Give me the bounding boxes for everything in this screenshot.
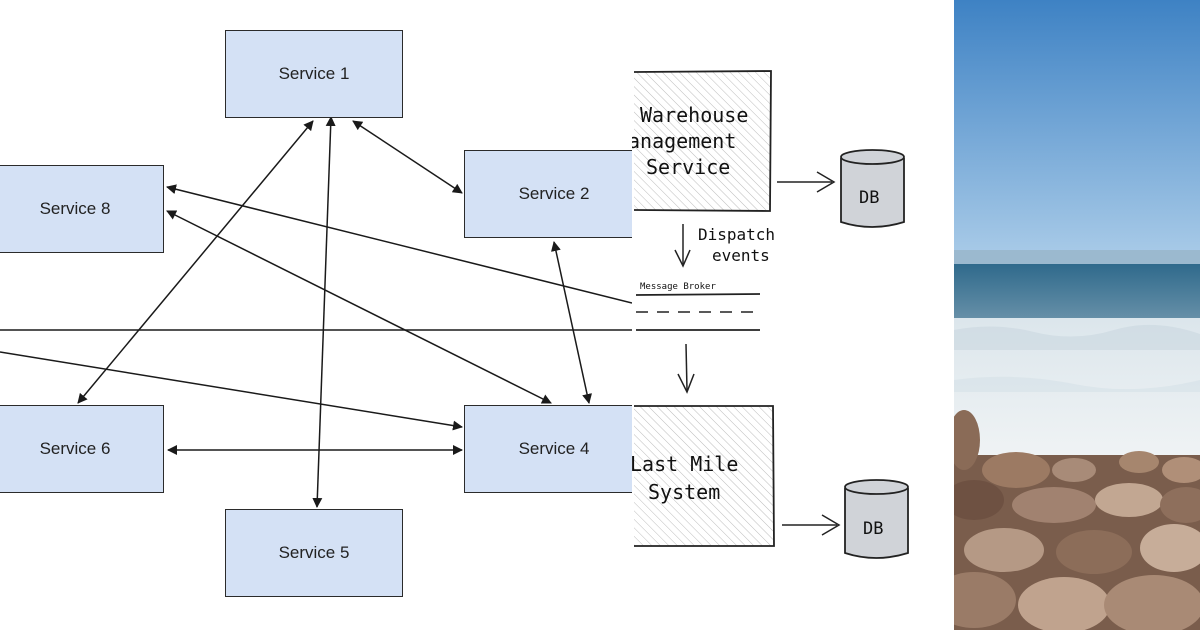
service-4-box: Service 4	[464, 405, 632, 493]
last-mile-label-line-1: Last Mile	[632, 452, 738, 476]
service-2-box: Service 2	[464, 150, 632, 238]
service-8-box: Service 8	[0, 165, 164, 253]
sea	[954, 264, 1200, 324]
sketch-canvas: Warehouse anagement Service DB Dispatch …	[632, 70, 909, 559]
sky	[954, 0, 1200, 258]
warehouse-label-line-2: anagement	[632, 129, 736, 153]
last-mile-label-line-2: System	[648, 480, 720, 504]
broker-label: Message Broker	[640, 282, 716, 292]
message-broker: Message Broker	[635, 282, 761, 331]
connector-s1-s6	[77, 120, 314, 404]
event-architecture-sketch: Warehouse anagement Service DB Dispatch …	[632, 0, 954, 630]
connections-layer	[0, 116, 632, 508]
last-mile-system-box: Last Mile System	[632, 405, 775, 547]
pebbles	[954, 410, 1200, 630]
arrow-to-last-mile	[677, 343, 695, 394]
connector-s1-s5	[312, 116, 336, 508]
service-1-box: Service 1	[225, 30, 403, 118]
connector-s1-s2	[352, 120, 463, 194]
db-bottom-label: DB	[863, 519, 883, 539]
dispatch-arrow	[674, 224, 691, 268]
connector-s8-s4	[166, 210, 552, 404]
db-top-label: DB	[859, 188, 879, 208]
arrow-to-db-bottom	[782, 514, 841, 536]
db-bottom-cylinder: DB	[844, 479, 909, 559]
beach-photo-illustration	[954, 0, 1200, 630]
connector-offscreen-s4	[0, 351, 463, 431]
service-5-box: Service 5	[225, 509, 403, 597]
dispatch-label-line-2: events	[712, 246, 770, 265]
connector-s8-offscreen	[166, 184, 632, 304]
connector-s2-s4	[551, 241, 592, 404]
beach-photo	[954, 0, 1200, 630]
db-top-cylinder: DB	[840, 149, 905, 228]
warehouse-label-line-3: Service	[646, 155, 730, 179]
warehouse-label-line-1: Warehouse	[640, 103, 748, 127]
horizon-haze	[954, 250, 1200, 266]
service-6-box: Service 6	[0, 405, 164, 493]
arrow-to-db-top	[777, 171, 836, 193]
service-mesh-diagram: Service 1 Service 2 Service 8 Service 6 …	[0, 30, 632, 597]
dispatch-label-line-1: Dispatch	[698, 225, 775, 244]
warehouse-service-box: Warehouse anagement Service	[632, 70, 772, 212]
